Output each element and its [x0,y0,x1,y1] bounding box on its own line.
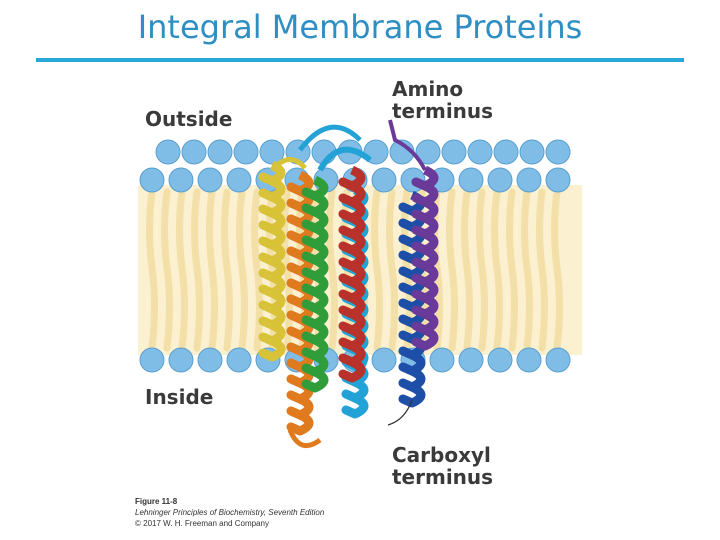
lipid-tail [161,188,173,352]
lipid-tail [491,188,503,352]
page-title: Integral Membrane Proteins [137,8,583,46]
lipid-tail [476,188,488,352]
outer-lipid-head-back [519,139,545,165]
outer-lipid-head-back [415,139,441,165]
lipid-tail [536,188,548,352]
lipid-tail [176,188,188,352]
helix-loop [317,146,372,172]
inner-lipid-head [429,347,455,373]
lipid-tail [146,188,158,352]
amino-terminus-label: Amino terminus [392,78,493,122]
lipid-tail [446,188,458,352]
outer-lipid-head-back [207,139,233,165]
outer-lipid-head [545,167,571,193]
lipid-tail [326,188,338,352]
figure-number: Figure 11-8 [135,497,178,506]
inner-lipid-head [197,347,223,373]
inner-lipid-head [516,347,542,373]
outer-lipid-head-back [493,139,519,165]
outer-lipid-head-back [181,139,207,165]
carboxyl-terminus-pointer [387,399,413,426]
inner-lipid-head [168,347,194,373]
inner-lipid-head [371,347,397,373]
helix-7 [411,165,439,351]
inner-lipid-head [545,347,571,373]
carboxyl-line-1: Carboxyl [392,443,491,467]
title-underline [36,58,684,62]
outer-lipid-head [516,167,542,193]
inner-lipid-head [139,347,165,373]
outer-lipid-head [168,167,194,193]
helix-3 [301,175,329,393]
amino-line-1: Amino [392,77,464,101]
lipid-tail [461,188,473,352]
outside-label: Outside [145,107,233,131]
lipid-tail [206,188,218,352]
outer-lipid-head [487,167,513,193]
outer-lipid-head [197,167,223,193]
lipid-tail [221,188,233,352]
carboxyl-terminus-label: Carboxyl terminus [392,444,493,488]
outer-lipid-head [371,167,397,193]
outer-lipid-head-back [545,139,571,165]
outer-lipid-head [226,167,252,193]
helix-loop [287,428,322,449]
lipid-tail [551,188,563,352]
lipid-tail [371,188,383,352]
lipid-tail [236,188,248,352]
outer-lipid-head-back [259,139,285,165]
inside-label: Inside [145,385,214,409]
lipid-tail [386,188,398,352]
helix-2 [286,170,314,436]
outer-lipid-head [458,167,484,193]
outer-lipid-head-back [155,139,181,165]
inner-lipid-head [226,347,252,373]
figure-copyright: © 2017 W. H. Freeman and Company [135,519,269,528]
amino-line-2: terminus [392,99,494,123]
amino-terminus-tail [388,119,427,171]
helix-1 [258,160,286,362]
outer-lipid-head-back [233,139,259,165]
figure-book: Lehninger Principles of Biochemistry, Se… [135,508,325,517]
inner-lipid-head [487,347,513,373]
helix-loop [270,157,307,172]
lipid-tail [506,188,518,352]
helix-loop [298,124,362,152]
inner-lipid-head [458,347,484,373]
lipid-tail [191,188,203,352]
helix-5 [338,165,366,383]
outer-lipid-head-back [467,139,493,165]
figure-credit: Figure 11-8 Lehninger Principles of Bioc… [135,496,324,529]
outer-lipid-head-back [441,139,467,165]
carboxyl-line-2: terminus [392,465,494,489]
outer-lipid-head [139,167,165,193]
lipid-tail [521,188,533,352]
